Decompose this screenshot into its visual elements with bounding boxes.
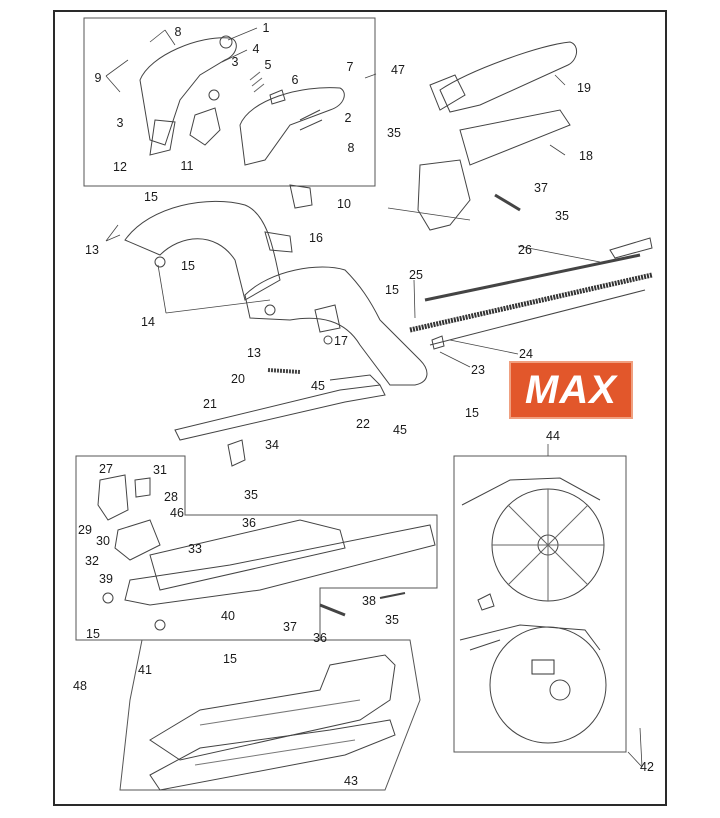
- callout-30: 30: [96, 533, 110, 548]
- callout-11: 11: [180, 158, 194, 173]
- callout-38: 38: [362, 593, 376, 608]
- callout-15: 15: [465, 405, 479, 420]
- group-box-43: [119, 639, 421, 791]
- callout-13: 13: [85, 242, 99, 257]
- callout-20: 20: [231, 371, 245, 386]
- callout-37: 37: [534, 180, 548, 195]
- part-group-48: [97, 474, 436, 631]
- callout-8: 8: [347, 140, 355, 155]
- callout-43: 43: [344, 773, 358, 788]
- callout-15: 15: [385, 282, 399, 297]
- callout-2: 2: [344, 110, 352, 125]
- callout-15: 15: [223, 651, 237, 666]
- callout-16: 16: [309, 230, 323, 245]
- callout-48: 48: [73, 678, 87, 693]
- callout-34: 34: [265, 437, 279, 452]
- callout-23: 23: [471, 362, 485, 377]
- group-box-44: [453, 455, 627, 753]
- part-group-21: [174, 368, 386, 467]
- group-box-48: [75, 455, 438, 641]
- callout-35: 35: [555, 208, 569, 223]
- callout-31: 31: [153, 462, 167, 477]
- callout-21: 21: [203, 396, 217, 411]
- callout-40: 40: [221, 608, 235, 623]
- callout-36: 36: [313, 630, 327, 645]
- callout-19: 19: [577, 80, 591, 95]
- callout-29: 29: [78, 522, 92, 537]
- callout-9: 9: [94, 70, 102, 85]
- callout-26: 26: [518, 242, 532, 257]
- part-group-18-19: [417, 41, 577, 231]
- callout-39: 39: [99, 571, 113, 586]
- callout-33: 33: [188, 541, 202, 556]
- callout-25: 25: [409, 267, 423, 282]
- leader-lines: [105, 27, 643, 768]
- part-group-14: [124, 184, 428, 386]
- callout-35: 35: [387, 125, 401, 140]
- callout-17: 17: [334, 333, 348, 348]
- callout-28: 28: [164, 489, 178, 504]
- callout-1: 1: [262, 20, 270, 35]
- callout-4: 4: [252, 41, 260, 56]
- callout-13: 13: [247, 345, 261, 360]
- callout-27: 27: [99, 461, 113, 476]
- callout-45: 45: [393, 422, 407, 437]
- part-group-44: [459, 477, 607, 744]
- callout-22: 22: [356, 416, 370, 431]
- callout-35: 35: [244, 487, 258, 502]
- callout-5: 5: [264, 57, 272, 72]
- callout-35: 35: [385, 612, 399, 627]
- callout-6: 6: [291, 72, 299, 87]
- diagram-frame: [53, 10, 667, 806]
- callout-37: 37: [283, 619, 297, 634]
- callout-15: 15: [181, 258, 195, 273]
- callout-47: 47: [391, 62, 405, 77]
- callout-10: 10: [337, 196, 351, 211]
- part-group-rods: [409, 237, 653, 350]
- callout-15: 15: [86, 626, 100, 641]
- callout-24: 24: [519, 346, 533, 361]
- callout-32: 32: [85, 553, 99, 568]
- callout-14: 14: [141, 314, 155, 329]
- callout-41: 41: [138, 662, 152, 677]
- callout-3: 3: [116, 115, 124, 130]
- callout-18: 18: [579, 148, 593, 163]
- callout-3: 3: [231, 54, 239, 69]
- callout-36: 36: [242, 515, 256, 530]
- callout-44: 44: [546, 428, 560, 443]
- callout-15: 15: [144, 189, 158, 204]
- max-brand-logo: MAX: [509, 361, 633, 419]
- part-group-43: [149, 654, 396, 791]
- part-group-47: [139, 35, 345, 166]
- callout-12: 12: [113, 159, 127, 174]
- callout-46: 46: [170, 505, 184, 520]
- callout-42: 42: [640, 759, 654, 774]
- callout-7: 7: [346, 59, 354, 74]
- callout-8: 8: [174, 24, 182, 39]
- group-box-47: [83, 17, 376, 187]
- callout-45: 45: [311, 378, 325, 393]
